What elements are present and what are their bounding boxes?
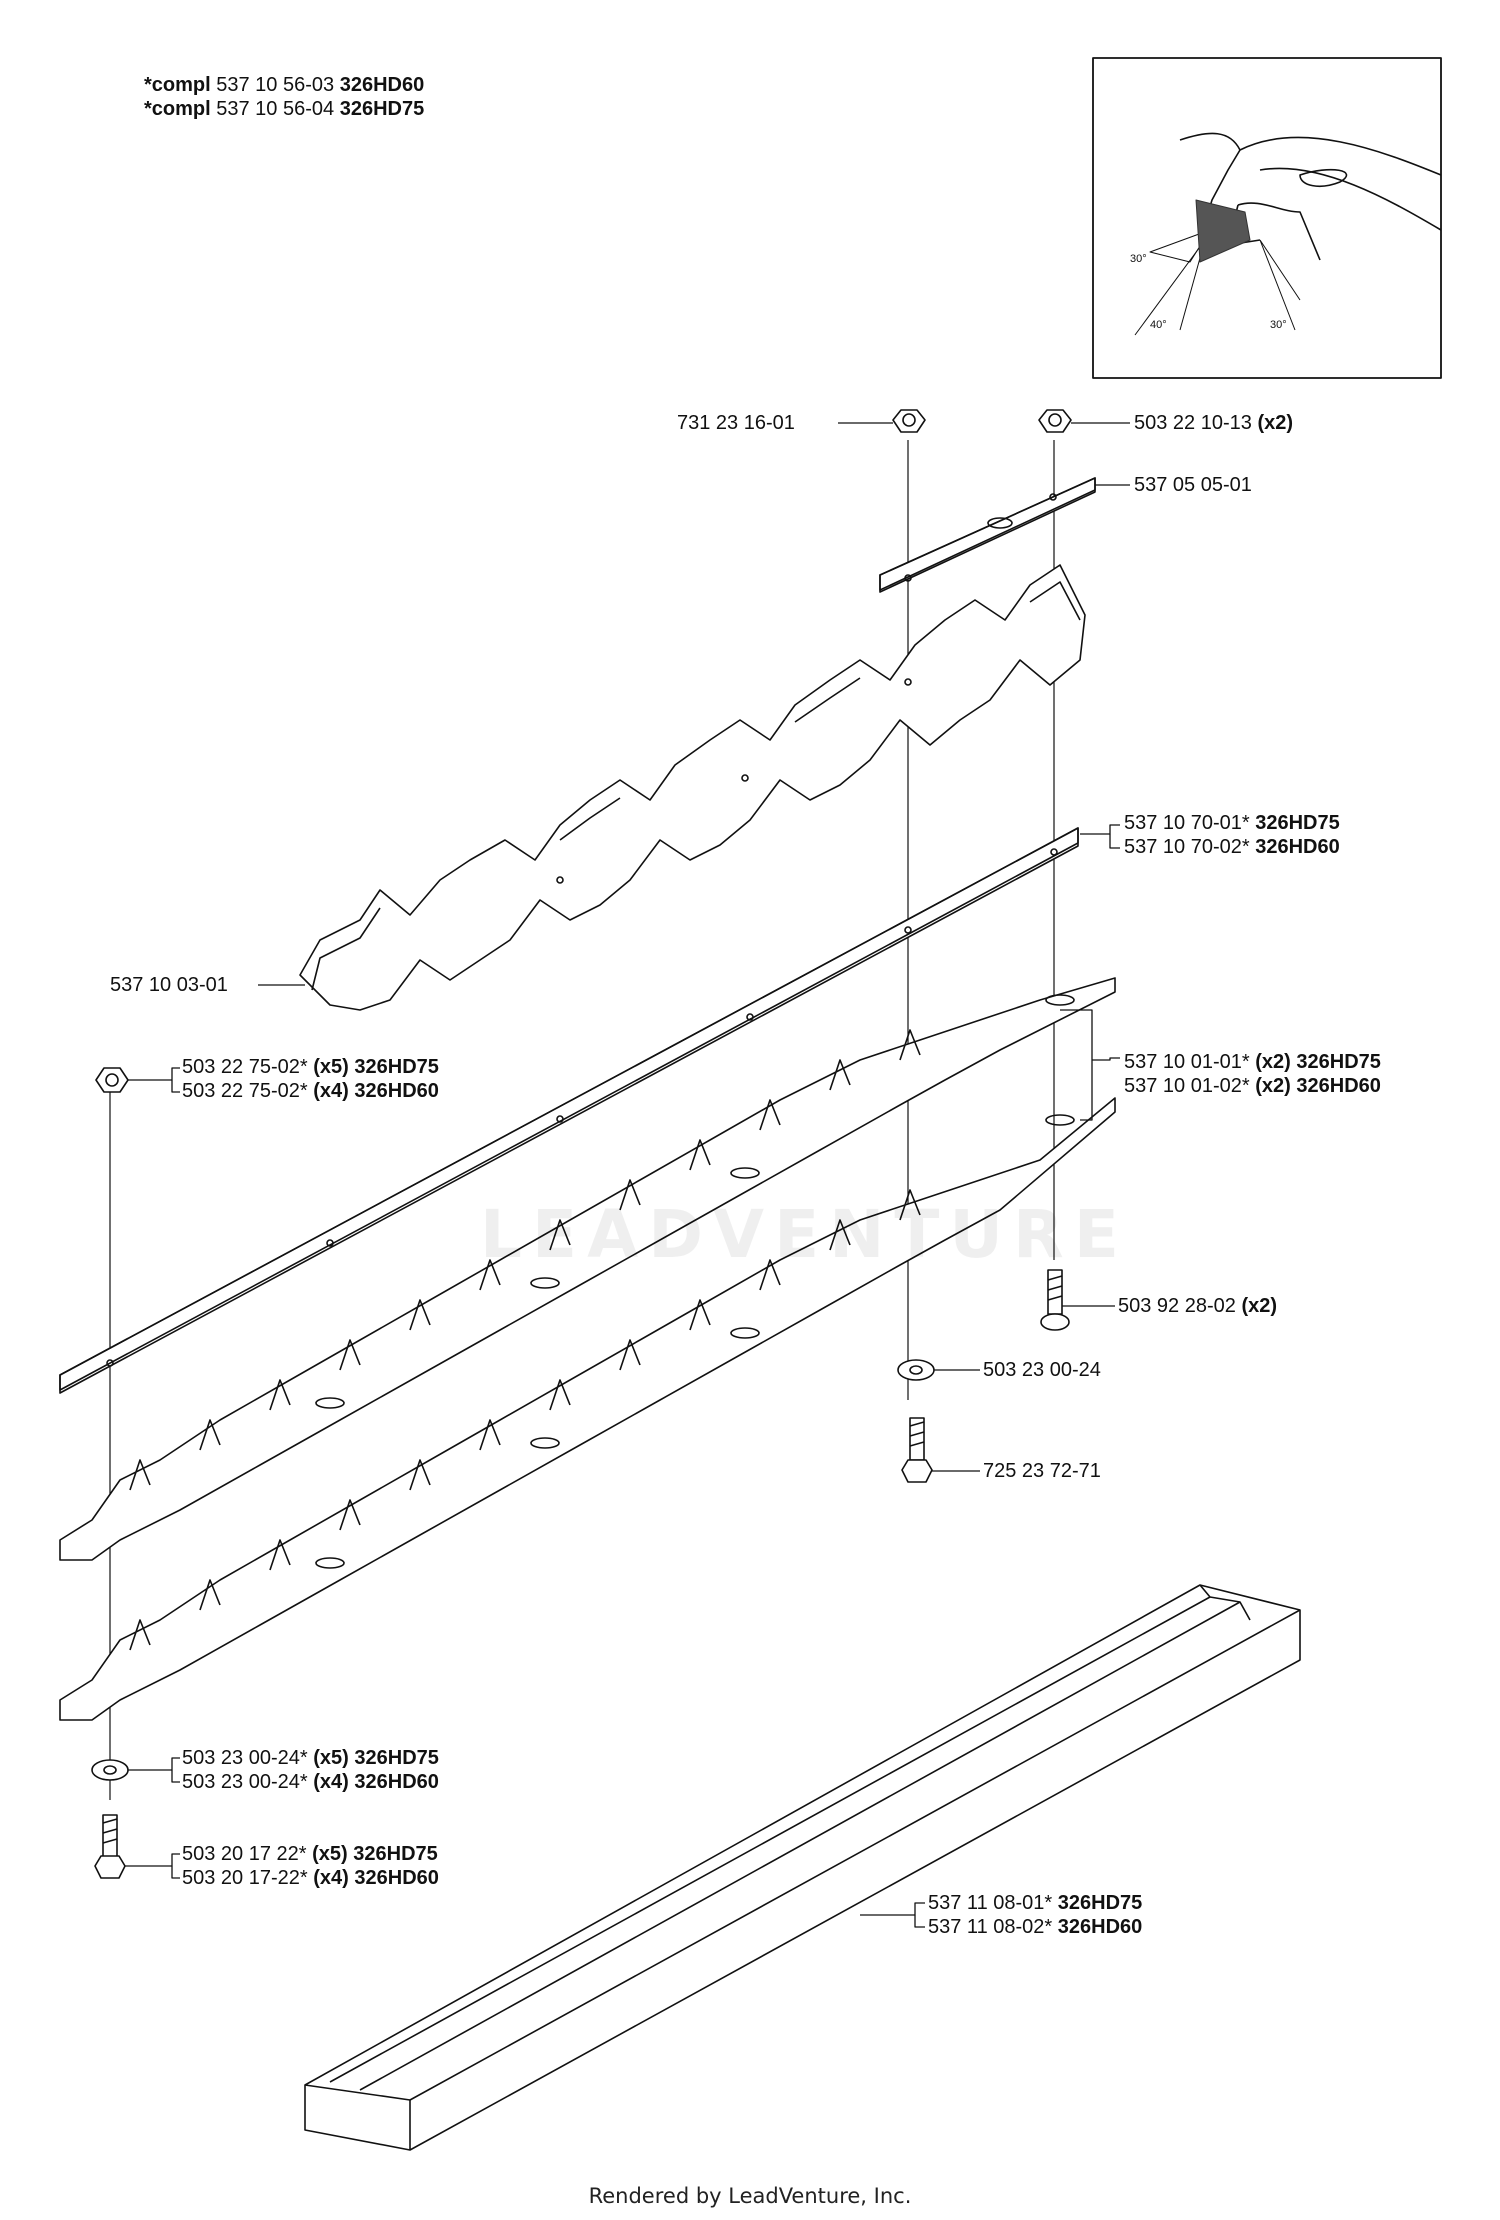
plate-537-05-05-icon: [879, 477, 1096, 593]
callout-537-10-70-02[interactable]: 537 10 70-02* 326HD60: [1124, 835, 1340, 859]
guard-537-11-08-icon: [304, 1584, 1301, 2151]
callout-number: 503 23 00-24*: [182, 1771, 308, 1793]
callout-537-11-08-02[interactable]: 537 11 08-02* 326HD60: [928, 1915, 1142, 1939]
callout-503-22-10-13[interactable]: 503 22 10-13 (x2): [1134, 411, 1293, 435]
callout-qty: (x5): [313, 1747, 349, 1769]
callout-qty: (x4): [313, 1080, 349, 1102]
callout-number: 503 20 17-22*: [182, 1867, 308, 1889]
callout-number: 725 23 72-71: [983, 1460, 1101, 1482]
footer-credit: Rendered by LeadVenture, Inc.: [588, 2184, 912, 2208]
callout-503-23-00-24-x5[interactable]: 503 23 00-24* (x5) 326HD75: [182, 1746, 439, 1770]
callout-537-10-03-01[interactable]: 537 10 03-01: [110, 973, 228, 997]
callout-number: 503 23 00-24: [983, 1359, 1101, 1381]
callout-503-20-17-22-x4[interactable]: 503 20 17-22* (x4) 326HD60: [182, 1866, 439, 1890]
callout-model: 326HD75: [1057, 1892, 1143, 1914]
watermark: LEADVENTURE: [480, 1196, 1129, 1273]
callout-qty: (x2): [1255, 1051, 1291, 1073]
washer-503-23-00-icon: [897, 1359, 935, 1381]
washer-503-23-00-left-icon: [91, 1759, 129, 1781]
callout-503-20-17-22-x5[interactable]: 503 20 17 22* (x5) 326HD75: [182, 1842, 438, 1866]
blade-537-10-01-upper-icon: [59, 977, 1116, 1561]
callout-537-05-05-01[interactable]: 537 05 05-01: [1134, 473, 1252, 497]
callout-qty: (x2): [1255, 1075, 1291, 1097]
callout-503-23-00-24[interactable]: 503 23 00-24: [983, 1358, 1101, 1382]
callout-503-92-28-02[interactable]: 503 92 28-02 (x2): [1118, 1294, 1277, 1318]
header-line-1-prefix: *compl: [144, 74, 211, 96]
callout-model: 326HD60: [1057, 1916, 1143, 1938]
inset-angle-3: 30°: [1270, 319, 1287, 331]
callout-qty: (x2): [1257, 412, 1294, 434]
callout-503-22-75-02-x5[interactable]: 503 22 75-02* (x5) 326HD75: [182, 1055, 439, 1079]
blade-537-10-01-lower-icon: [59, 1097, 1116, 1721]
callout-qty: (x5): [313, 1056, 349, 1078]
callout-number: 537 11 08-01*: [928, 1892, 1053, 1914]
callout-503-22-75-02-x4[interactable]: 503 22 75-02* (x4) 326HD60: [182, 1079, 439, 1103]
callout-number: 537 11 08-02*: [928, 1916, 1053, 1938]
callout-qty: (x5): [312, 1843, 348, 1865]
blade-537-10-03-icon: [299, 564, 1086, 1011]
callout-537-10-70-01[interactable]: 537 10 70-01* 326HD75: [1124, 811, 1340, 835]
header-line-1-number: 537 10 56-03: [216, 74, 335, 96]
callout-number: 537 10 01-01*: [1124, 1051, 1250, 1073]
callout-model: 326HD60: [1296, 1075, 1381, 1097]
plate-537-10-70-icon: [59, 827, 1079, 1394]
callout-number: 503 23 00-24*: [182, 1747, 308, 1769]
callout-number: 503 20 17 22*: [182, 1843, 307, 1865]
callout-model: 326HD75: [353, 1843, 438, 1865]
header-line-1: *compl 537 10 56-03 326HD60: [144, 73, 424, 97]
leader-lines: [125, 422, 1130, 1928]
callout-number: 503 22 10-13: [1134, 412, 1252, 434]
callout-model: 326HD75: [1296, 1051, 1381, 1073]
callout-537-11-08-01[interactable]: 537 11 08-01* 326HD75: [928, 1891, 1142, 1915]
header-line-2: *compl 537 10 56-04 326HD75: [144, 97, 424, 121]
callout-731-23-16-01[interactable]: 731 23 16-01: [677, 411, 795, 435]
callout-model: 326HD60: [354, 1771, 439, 1793]
callout-number: 537 10 70-01*: [1124, 812, 1250, 834]
callout-qty: (x4): [313, 1771, 349, 1793]
callout-725-23-72-71[interactable]: 725 23 72-71: [983, 1459, 1101, 1483]
callout-number: 503 92 28-02: [1118, 1295, 1236, 1317]
callout-537-10-01-01[interactable]: 537 10 01-01* (x2) 326HD75: [1124, 1050, 1381, 1074]
callout-number: 503 22 75-02*: [182, 1056, 308, 1078]
nut-731-icon: [892, 409, 926, 433]
callout-model: 326HD75: [354, 1056, 439, 1078]
callout-number: 537 10 01-02*: [1124, 1075, 1250, 1097]
callout-qty: (x4): [313, 1867, 349, 1889]
bolt-725-23-72-icon: [901, 1417, 933, 1483]
callout-503-23-00-24-x4[interactable]: 503 23 00-24* (x4) 326HD60: [182, 1770, 439, 1794]
callout-model: 326HD60: [354, 1867, 439, 1889]
header-line-2-prefix: *compl: [144, 98, 211, 120]
screw-503-92-28-icon: [1040, 1269, 1070, 1331]
header-line-1-model: 326HD60: [339, 74, 425, 96]
callout-model: 326HD60: [1255, 836, 1340, 858]
inset-angle-2: 40°: [1150, 319, 1167, 331]
callout-number: 731 23 16-01: [677, 412, 795, 434]
inset-angle-1: 30°: [1130, 253, 1147, 265]
callout-537-10-01-02[interactable]: 537 10 01-02* (x2) 326HD60: [1124, 1074, 1381, 1098]
nut-503-22-75-icon: [95, 1067, 129, 1093]
callout-number: 537 05 05-01: [1134, 474, 1252, 496]
callout-qty: (x2): [1241, 1295, 1278, 1317]
callout-model: 326HD75: [354, 1747, 439, 1769]
callout-model: 326HD60: [354, 1080, 439, 1102]
header-line-2-number: 537 10 56-04: [216, 98, 335, 120]
callout-number: 503 22 75-02*: [182, 1080, 308, 1102]
detail-inset: [1092, 57, 1442, 379]
nut-503-22-10-icon: [1038, 409, 1072, 433]
callout-model: 326HD75: [1255, 812, 1340, 834]
header-line-2-model: 326HD75: [339, 98, 425, 120]
callout-number: 537 10 03-01: [110, 974, 228, 996]
callout-number: 537 10 70-02*: [1124, 836, 1250, 858]
bolt-503-20-17-icon: [94, 1814, 126, 1879]
